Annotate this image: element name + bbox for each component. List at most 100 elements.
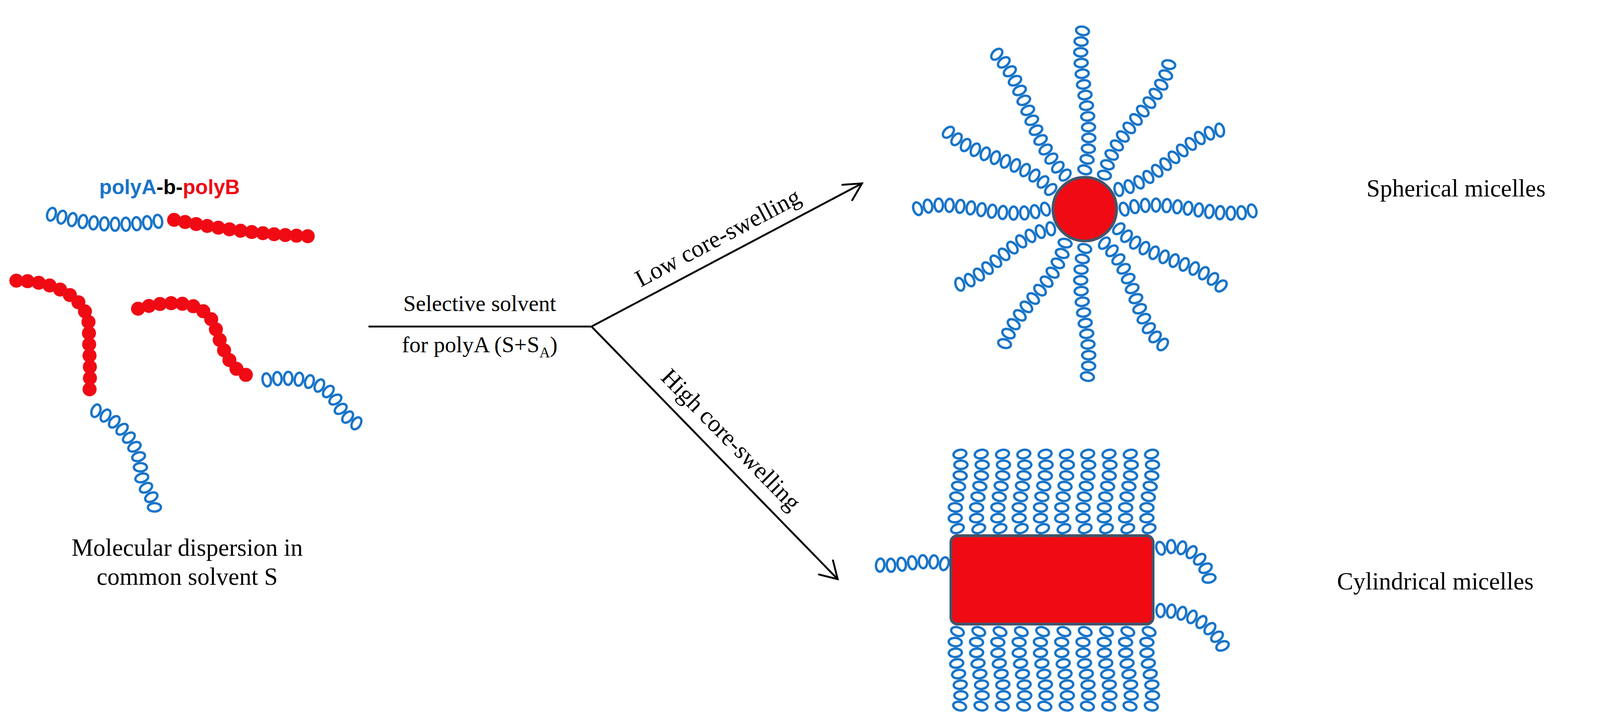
- monomer-a: [1139, 648, 1154, 658]
- polyA-block: [1139, 448, 1160, 535]
- monomer-a: [1015, 669, 1031, 680]
- monomer-a: [992, 625, 1008, 638]
- monomer-a: [1081, 679, 1096, 690]
- monomer-a: [1019, 206, 1030, 220]
- monomer-a: [934, 198, 944, 212]
- monomer-a: [1079, 669, 1094, 680]
- polyA-block: [991, 625, 1011, 712]
- monomer-a: [1073, 276, 1088, 285]
- monomer-a: [1124, 282, 1140, 295]
- polyA-block: [940, 124, 1059, 198]
- monomer-a: [969, 513, 984, 523]
- monomer-a: [1123, 470, 1138, 481]
- monomer-a: [1029, 204, 1041, 220]
- monomer-a: [1081, 470, 1096, 481]
- monomer-a: [1097, 648, 1111, 658]
- monomer-a: [975, 691, 989, 700]
- monomer-a: [989, 46, 1005, 62]
- monomer-a: [1102, 679, 1117, 690]
- monomer-a: [951, 481, 966, 492]
- monomer-a: [986, 204, 998, 219]
- monomer-a: [976, 202, 987, 217]
- reaction-arrows: [369, 183, 863, 580]
- monomer-a: [1039, 460, 1053, 469]
- micelle-cores: [950, 177, 1154, 625]
- monomer-a: [293, 372, 305, 387]
- monomer-a: [1058, 700, 1074, 712]
- monomer-a: [1037, 448, 1053, 460]
- monomer-a: [1038, 679, 1053, 690]
- monomer-a: [1060, 691, 1074, 700]
- monomer-a: [944, 198, 955, 212]
- monomer-a: [1141, 625, 1157, 638]
- polyA-block: [1097, 625, 1117, 712]
- monomer-a: [1141, 522, 1157, 535]
- monomer-b: [238, 367, 253, 382]
- monomer-a: [1139, 513, 1154, 523]
- monomer-a: [971, 491, 986, 503]
- monomer-a: [1246, 203, 1258, 219]
- polyA-block: [1076, 625, 1096, 712]
- monomer-a: [1144, 679, 1159, 690]
- monomer-a: [1166, 604, 1177, 619]
- monomer-a: [1054, 513, 1069, 523]
- monomer-a: [1158, 68, 1174, 82]
- monomer-a: [969, 502, 984, 512]
- polyA-block: [1096, 235, 1170, 353]
- monomer-a: [1012, 502, 1026, 512]
- polyA-block: [1033, 625, 1053, 712]
- monomer-a: [121, 217, 131, 231]
- arrow-label: High core-swelling: [655, 362, 808, 517]
- monomer-a: [1018, 691, 1032, 700]
- monomer-a: [1016, 679, 1031, 690]
- monomer-a: [991, 513, 1005, 523]
- monomer-a: [969, 637, 984, 647]
- monomer-a: [1123, 448, 1138, 460]
- monomer-a: [1015, 700, 1031, 712]
- monomer-a: [1156, 604, 1165, 618]
- monomer-a: [1079, 100, 1094, 111]
- monomer-a: [1075, 253, 1090, 265]
- monomer-a: [918, 555, 928, 569]
- monomer-a: [1118, 637, 1133, 647]
- monomer-a: [1079, 481, 1094, 492]
- monomer-a: [992, 658, 1007, 669]
- monomer-a: [974, 679, 989, 690]
- monomer-a: [886, 558, 896, 573]
- monomer-a: [1033, 502, 1048, 512]
- subscript: A: [539, 344, 551, 361]
- monomer-a: [1097, 513, 1111, 523]
- monomer-a: [1121, 481, 1137, 492]
- reaction-line: [369, 325, 592, 328]
- monomer-a: [1074, 58, 1089, 68]
- polyA-block: [1033, 448, 1053, 535]
- product-label: Cylindrical micelles: [1336, 567, 1534, 597]
- polyA-block: [948, 448, 968, 535]
- monomer-a: [1076, 648, 1090, 658]
- monomer-a: [1039, 691, 1053, 700]
- monomer-a: [1081, 361, 1096, 371]
- monomer-a: [1077, 89, 1092, 101]
- monomer-a: [1154, 540, 1167, 556]
- monomer-a: [1236, 205, 1247, 220]
- condition-label: Selective solvent: [403, 290, 557, 318]
- monomer-a: [1146, 691, 1160, 700]
- monomer-a: [996, 460, 1010, 469]
- polyA-block: [1012, 448, 1032, 535]
- monomer-a: [875, 558, 885, 572]
- monomer-a: [1035, 625, 1051, 638]
- monomer-a: [1080, 153, 1095, 165]
- monomer-a: [965, 200, 977, 215]
- monomer-a: [1204, 204, 1215, 219]
- monomer-a: [1012, 637, 1026, 647]
- monomer-a: [991, 502, 1005, 512]
- monomer-a: [1034, 491, 1050, 503]
- polyA-block: [1113, 123, 1226, 198]
- monomer-a: [1144, 470, 1159, 481]
- monomer-a: [1081, 460, 1096, 469]
- condition-label: ): [549, 332, 558, 358]
- monomer-a: [1079, 328, 1094, 340]
- monomer-a: [1076, 79, 1091, 90]
- monomer-a: [1073, 36, 1088, 47]
- monomer-a: [1076, 502, 1090, 512]
